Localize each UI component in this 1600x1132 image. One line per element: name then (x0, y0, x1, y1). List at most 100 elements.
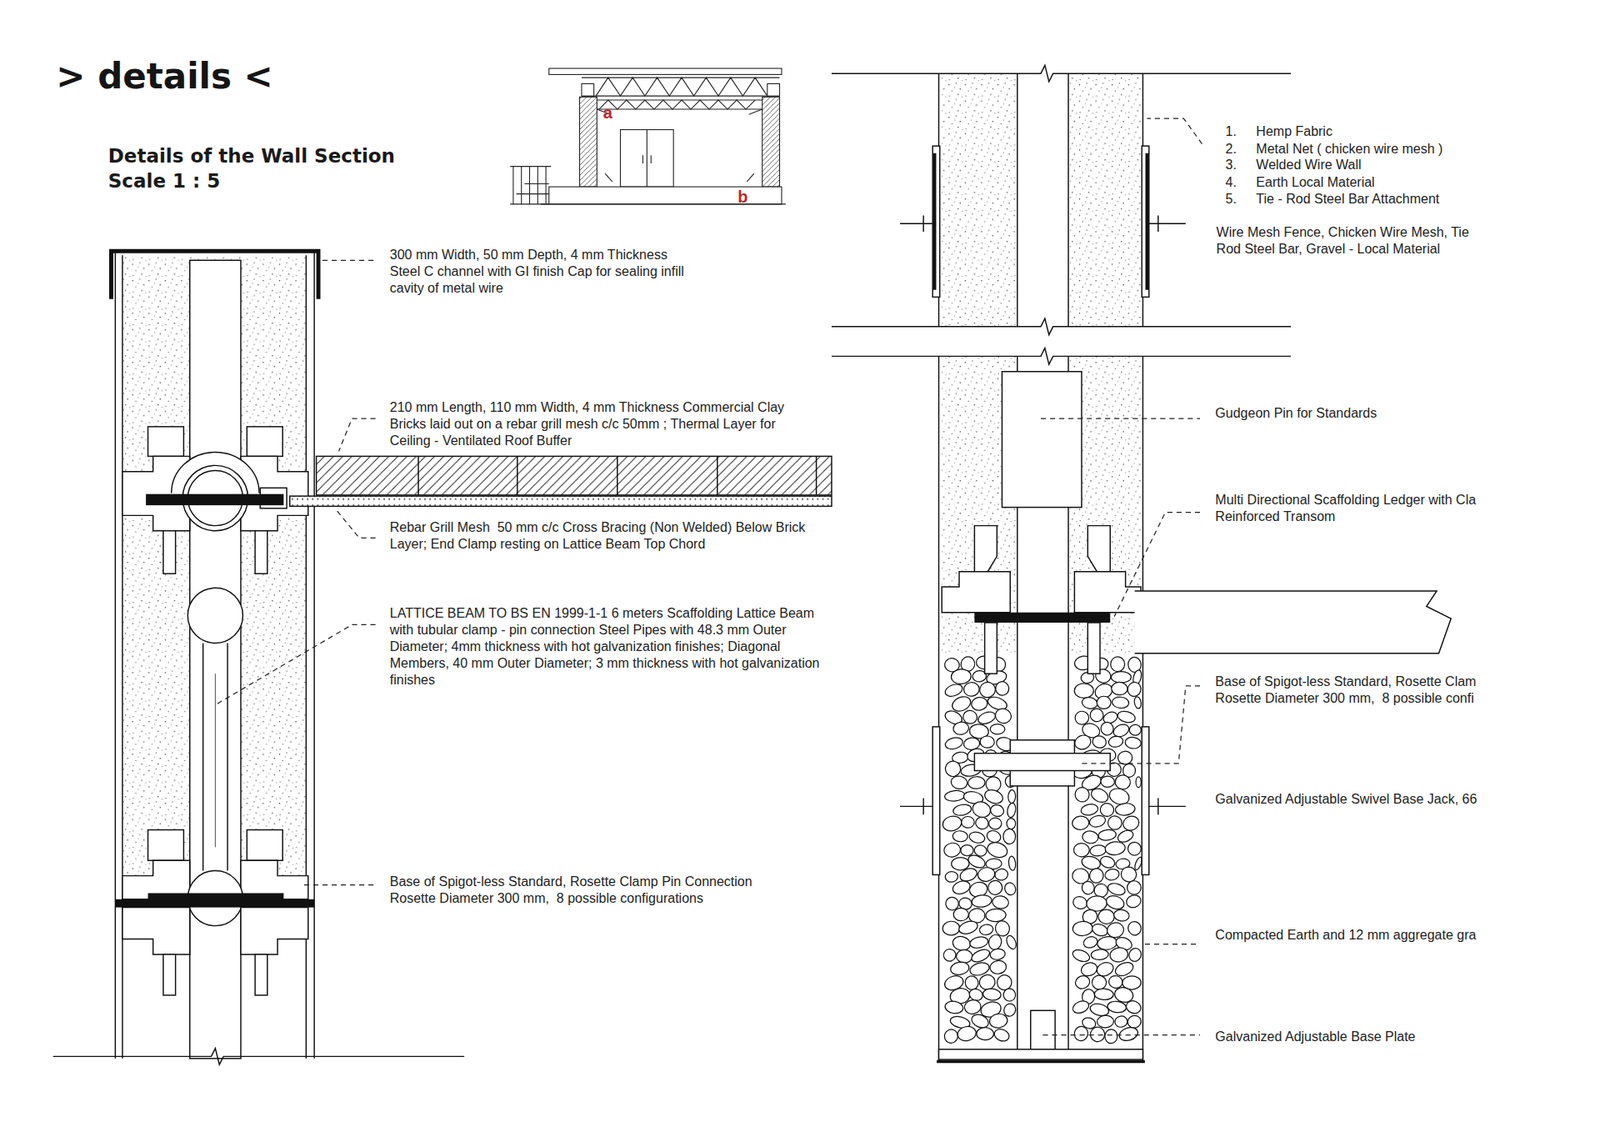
gravel-stone (1071, 815, 1090, 830)
gravel-stone (956, 1025, 978, 1043)
gravel-stone (1089, 844, 1107, 857)
drawing-rect (1001, 371, 1082, 508)
gravel-stone (989, 803, 1005, 818)
gravel-stone (1081, 830, 1100, 845)
gravel-stone (976, 865, 996, 883)
gravel-stone (1107, 735, 1124, 749)
gravel-stone (988, 1012, 1009, 1029)
gravel-stone (1096, 695, 1111, 709)
drawing-rect (580, 96, 598, 187)
gravel-stone (1126, 1014, 1143, 1030)
drawing-polygon (941, 571, 1010, 613)
gravel-stone (1008, 855, 1017, 871)
drawing-polyline (304, 884, 376, 885)
drawing-path (831, 318, 1291, 335)
gravel-stone (1127, 945, 1144, 963)
drawing-line (716, 455, 718, 495)
drawing-path (110, 250, 319, 300)
gravel-stone (1117, 750, 1133, 765)
drawing-line (115, 251, 116, 1058)
gravel-stone (944, 789, 965, 802)
drawing-rect (939, 1049, 1144, 1060)
gravel-stone (1135, 776, 1141, 788)
callout-note: Galvanized Adjustable Base Plate (1215, 1028, 1415, 1045)
drawing-polygon (122, 455, 190, 530)
drawing-path (510, 183, 550, 204)
drawing-rect (115, 899, 315, 908)
gravel-stone (1099, 801, 1115, 817)
gravel-stone (940, 814, 963, 833)
gravel-stone (1125, 680, 1143, 698)
gravel-stone (1127, 841, 1141, 855)
drawing-rect (255, 530, 268, 574)
gravel-stone (1109, 945, 1130, 963)
gravel-stone (957, 919, 980, 936)
gravel-stone (1090, 948, 1110, 960)
drawing-rect (1141, 145, 1150, 297)
drawing-line (1157, 798, 1159, 815)
gravel-stone (989, 817, 1002, 830)
drawing-line (650, 155, 652, 164)
list-item: Hemp Fabric (1255, 123, 1333, 140)
drawing-line (540, 203, 786, 205)
drawing-group (940, 655, 1143, 1045)
drawing-rect (767, 83, 780, 96)
gravel-stone (952, 720, 970, 736)
drawing-line (1149, 222, 1186, 224)
drawing-rect (255, 954, 268, 995)
gravel-stone (1073, 973, 1092, 990)
gravel-stone (1125, 919, 1143, 937)
gravel-stone (1099, 854, 1117, 870)
gravel-stone (1110, 656, 1125, 672)
section-marker: a (603, 102, 613, 123)
drawing-line (313, 251, 315, 1058)
drawing-rect (1141, 726, 1150, 875)
drawing-polyline (1146, 118, 1202, 145)
drawing-rect (163, 530, 176, 574)
gravel-stone (952, 802, 973, 816)
gravel-stone (1125, 893, 1143, 910)
drawing-line (1067, 73, 1069, 327)
gravel-stone (1104, 867, 1121, 882)
drawing-polyline (599, 100, 755, 110)
gravel-stone (1072, 785, 1091, 805)
drawing-line (900, 805, 933, 807)
gravel-stone (1073, 842, 1090, 858)
gravel-stone (1002, 987, 1017, 1002)
drawing-line (605, 173, 613, 182)
drawing-line (581, 77, 780, 79)
gravel-stone (989, 959, 1008, 975)
drawing-rect (932, 145, 940, 297)
drawing-rect (145, 494, 284, 505)
gravel-stone (963, 998, 982, 1015)
gravel-stone (1114, 1015, 1128, 1028)
gravel-stone (990, 723, 1005, 735)
gravel-stone (985, 908, 1006, 922)
drawing-path (1135, 590, 1452, 654)
gravel-stone (1129, 724, 1142, 735)
drawing-line (933, 153, 937, 290)
gravel-stone (1114, 774, 1131, 790)
gravel-stone (1104, 840, 1126, 856)
drawing-line (938, 355, 940, 1061)
drawing-line (900, 222, 933, 224)
gravel-stone (1088, 813, 1107, 829)
drawing-line (596, 108, 762, 110)
gravel-stone (1124, 998, 1143, 1015)
drawing-line (936, 1060, 1145, 1064)
list-item: Welded Wire Wall (1255, 156, 1361, 174)
gravel-stone (952, 830, 969, 842)
drawing-rect (941, 73, 1016, 327)
gravel-stone (982, 987, 1002, 1001)
gravel-stone (950, 856, 970, 870)
drawing-polygon (1087, 525, 1110, 572)
list-number: 2. (1225, 140, 1237, 158)
drawing-line (215, 673, 216, 847)
drawing-rect (148, 426, 185, 457)
gravel-stone (1007, 789, 1016, 803)
gravel-stone (963, 681, 980, 697)
gravel-stone (942, 1027, 960, 1045)
gravel-stone (1089, 867, 1105, 884)
drawing-polyline (339, 418, 376, 451)
